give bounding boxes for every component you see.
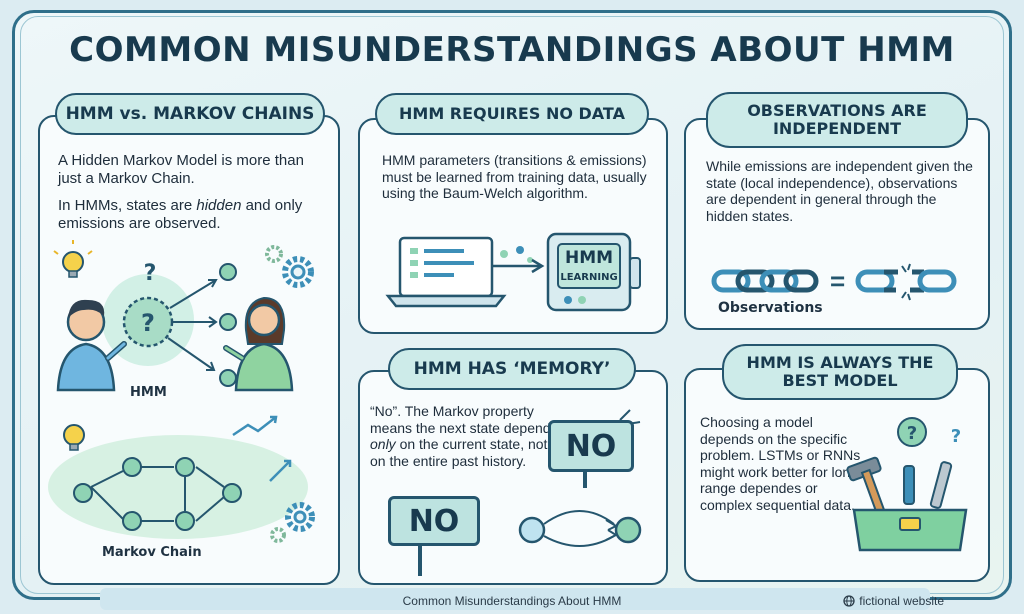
heading-best-model: HMM IS ALWAYS THE BEST MODEL bbox=[722, 344, 958, 400]
globe-icon bbox=[843, 595, 855, 607]
requires-no-data-text: HMM parameters (transitions & emissions)… bbox=[382, 152, 647, 202]
state-node bbox=[614, 516, 642, 544]
memory-text: “No”. The Markov property means the next… bbox=[370, 403, 558, 469]
screwdriver-icon bbox=[903, 465, 915, 505]
chain-links-illustration bbox=[711, 263, 957, 301]
toolbox-icon bbox=[852, 508, 968, 552]
emission-node bbox=[219, 313, 237, 331]
svg-text:?: ? bbox=[141, 309, 155, 337]
heading-independent: OBSERVATIONS ARE INDEPENDENT bbox=[706, 92, 968, 148]
intact-chain-icon bbox=[711, 269, 819, 293]
data-flow-arrow bbox=[492, 246, 545, 274]
chain-node bbox=[73, 483, 93, 503]
heading-memory: HMM HAS ‘MEMORY’ bbox=[388, 348, 636, 390]
machine-title: HMM bbox=[564, 248, 614, 268]
best-model-text: Choosing a model depends on the specific… bbox=[700, 414, 863, 513]
hidden-state-node bbox=[122, 296, 174, 348]
chain-node bbox=[175, 511, 195, 531]
hmm-vs-markov-text-1: A Hidden Markov Model is more than just … bbox=[58, 152, 304, 187]
gear-icon bbox=[270, 502, 315, 543]
broken-chain-icon bbox=[855, 263, 957, 301]
wrench-icon bbox=[929, 461, 953, 509]
training-illustration bbox=[385, 232, 641, 312]
footer-bar bbox=[100, 588, 930, 610]
woman-figure bbox=[223, 296, 294, 392]
state-node bbox=[518, 516, 546, 544]
hmm-vs-markov-text-2: In HMMs, states are hidden and only emis… bbox=[58, 197, 303, 232]
gear-icon-small bbox=[265, 245, 283, 263]
footer-site[interactable]: fictional website bbox=[843, 594, 944, 608]
chain-node bbox=[122, 457, 142, 477]
markov-chain-illustration bbox=[48, 415, 315, 543]
independent-text: While emissions are independent given th… bbox=[706, 158, 973, 224]
page-title: COMMON MISUNDERSTANDINGS ABOUT HMM bbox=[69, 30, 955, 70]
svg-text:?: ? bbox=[907, 423, 917, 444]
question-bubble-icon: ? ? bbox=[897, 417, 961, 447]
machine-subtitle: LEARNING bbox=[560, 272, 618, 283]
heading-hmm-vs-markov: HMM vs. MARKOV CHAINS bbox=[55, 93, 325, 135]
label-markov-chain: Markov Chain bbox=[102, 545, 202, 560]
laptop-icon bbox=[385, 236, 507, 308]
chain-node bbox=[222, 483, 242, 503]
lightbulb-icon bbox=[53, 240, 93, 278]
emission-node bbox=[219, 263, 237, 281]
chain-node bbox=[122, 511, 142, 531]
svg-text:?: ? bbox=[951, 426, 961, 447]
panel-memory bbox=[358, 370, 668, 585]
panel-independent bbox=[684, 118, 990, 330]
label-hmm: HMM bbox=[130, 385, 167, 400]
man-figure bbox=[56, 299, 127, 392]
heading-requires-no-data: HMM REQUIRES NO DATA bbox=[375, 93, 649, 135]
hmm-learning-machine bbox=[546, 232, 641, 312]
footer-site-label: fictional website bbox=[859, 594, 944, 608]
emission-node bbox=[219, 369, 237, 387]
sign-posts bbox=[418, 409, 642, 576]
label-observations: Observations bbox=[718, 300, 823, 316]
svg-text:?: ? bbox=[144, 261, 157, 286]
gear-icon-large bbox=[282, 256, 314, 288]
hmm-illustration: ? ? bbox=[53, 240, 314, 392]
no-sign-top: NO bbox=[548, 420, 634, 472]
toolbox-illustration: ? ? bbox=[846, 417, 968, 552]
lightbulb-icon bbox=[63, 424, 85, 451]
no-sign-bottom: NO bbox=[388, 496, 480, 546]
trend-arrow-icon bbox=[232, 415, 292, 482]
equals-sign: = bbox=[830, 266, 846, 296]
chain-node bbox=[175, 457, 195, 477]
footer-caption: Common Misunderstandings About HMM bbox=[402, 594, 622, 608]
